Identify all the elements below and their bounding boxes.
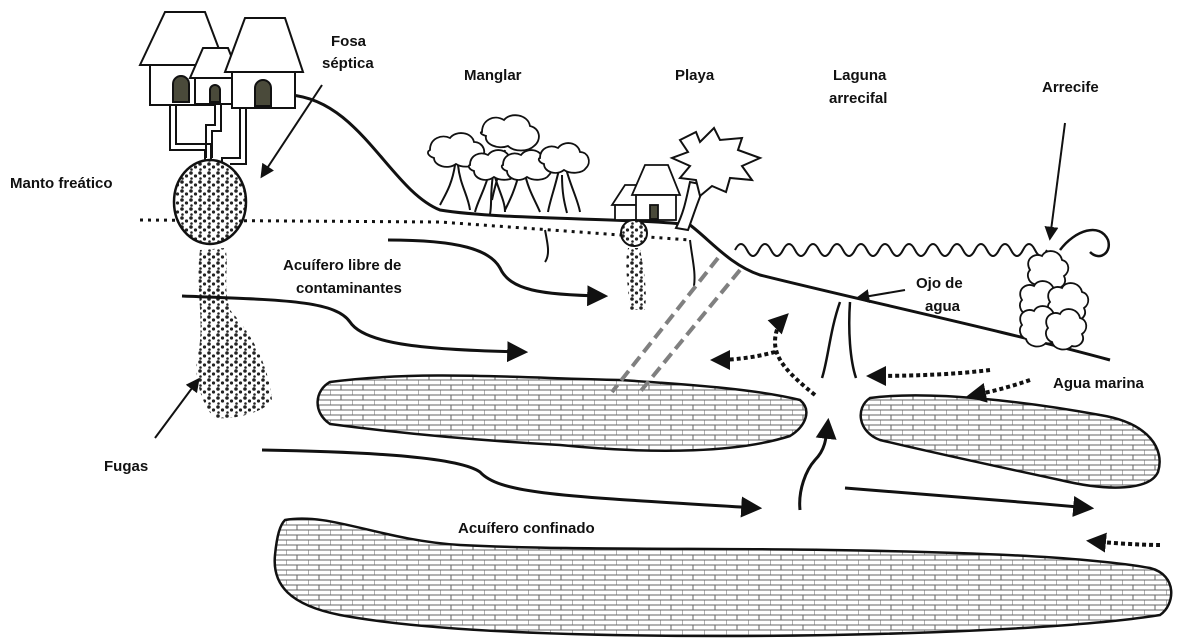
septic-tank [174, 160, 246, 244]
breaking-wave [1060, 230, 1109, 256]
houses-village [140, 12, 303, 108]
limestone-layer-lower [275, 519, 1172, 636]
label-fosa-septica-line2: séptica [322, 55, 374, 72]
label-fugas: Fugas [104, 458, 148, 475]
label-playa: Playa [675, 67, 715, 84]
beach-leak-plume [626, 248, 646, 310]
beach-houses [612, 165, 680, 220]
label-manto-freatico: Manto freático [10, 175, 113, 192]
flow-arrow-right [845, 488, 1090, 508]
reef-coral [1020, 251, 1088, 349]
label-laguna-line1: Laguna [833, 67, 887, 84]
label-fosa-septica-line1: Fosa [331, 33, 367, 50]
flow-arrow-upwelling [800, 422, 828, 510]
label-acuifero-libre-line1: Acuífero libre de [283, 257, 401, 274]
flow-arrow-deep [262, 450, 758, 508]
flow-arrow-shallow [388, 240, 604, 296]
lagoon-wave [735, 244, 1047, 256]
label-laguna-line2: arrecifal [829, 90, 887, 107]
septic-pipes [170, 104, 246, 165]
leak-plume [196, 248, 272, 418]
label-acuifero-libre-line2: contaminantes [296, 280, 402, 297]
mangrove-trees [428, 115, 589, 262]
spring-conduit [822, 302, 856, 378]
label-ojo-de-agua-line1: Ojo de [916, 275, 963, 292]
label-manglar: Manglar [464, 67, 522, 84]
label-acuifero-confinado: Acuífero confinado [458, 520, 595, 537]
label-agua-marina: Agua marina [1053, 375, 1145, 392]
label-arrecife: Arrecife [1042, 79, 1099, 96]
beach-septic-tank [621, 220, 647, 246]
label-ojo-de-agua-line2: agua [925, 298, 961, 315]
limestone-layer-upper-left [318, 376, 807, 451]
limestone-layer-upper-right [861, 395, 1160, 487]
